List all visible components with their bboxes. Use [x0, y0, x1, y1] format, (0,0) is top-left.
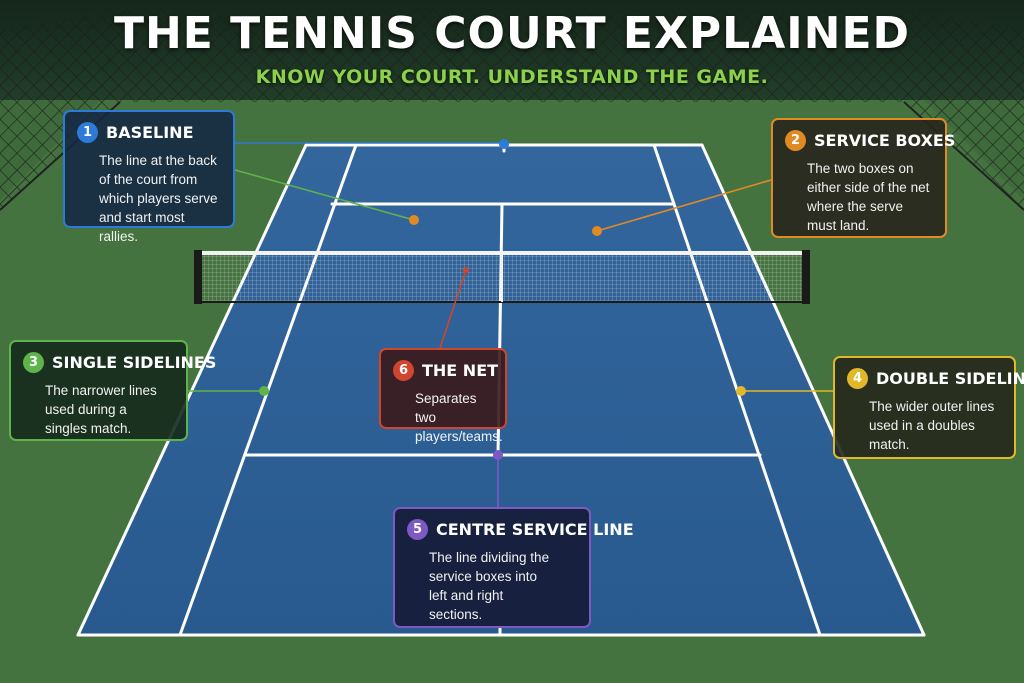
- baseline-dot: [499, 139, 509, 149]
- callout-title: BASELINE: [106, 123, 194, 142]
- centre-service-line-dot: [493, 450, 503, 460]
- left-fence: [0, 10, 120, 210]
- number-badge: 1: [77, 122, 98, 143]
- callout-single-sidelines: 3 SINGLE SIDELINES The narrower lines us…: [9, 340, 216, 441]
- back-fence: [120, 10, 904, 102]
- number-badge: 3: [23, 352, 44, 373]
- page-title: THE TENNIS COURT EXPLAINED: [113, 8, 911, 59]
- single-sideline-dot: [259, 386, 269, 396]
- right-fence: [904, 10, 1024, 210]
- callout-text: The narrower lines used during a singles…: [45, 383, 157, 436]
- callout-text: The line at the back of the court from w…: [99, 153, 218, 244]
- callout-text: The line dividing the service boxes into…: [429, 550, 550, 622]
- net: [194, 250, 810, 304]
- callout-centre-service-line: 5 CENTRE SERVICE LINE The line dividing …: [393, 507, 634, 628]
- callout-text: The two boxes on either side of the net …: [807, 161, 930, 233]
- callout-title: THE NET: [422, 361, 499, 380]
- net-leader: [439, 269, 467, 349]
- callout-title: SINGLE SIDELINES: [52, 353, 217, 372]
- number-badge: 6: [393, 360, 414, 381]
- callout-double-sidelines: 4 DOUBLE SIDELINES The wider outer lines…: [833, 356, 1024, 459]
- number-badge: 4: [847, 368, 868, 389]
- left-doubles-sideline: [76, 143, 308, 637]
- callout-text: The wider outer lines used in a doubles …: [869, 399, 995, 452]
- callout-title: SERVICE BOXES: [814, 131, 956, 150]
- number-badge: 5: [407, 519, 428, 540]
- callout-the-net: 6 THE NET Separates two players/teams.: [379, 348, 507, 444]
- double-sideline-dot: [736, 386, 746, 396]
- number-badge: 2: [785, 130, 806, 151]
- callout-title: CENTRE SERVICE LINE: [436, 520, 634, 539]
- net-dot: [463, 267, 469, 273]
- callout-baseline: 1 BASELINE The line at the back of the c…: [63, 110, 235, 244]
- service-box-dot-right: [592, 226, 602, 236]
- service-box-dot-left: [409, 215, 419, 225]
- page-subtitle: KNOW YOUR COURT. UNDERSTAND THE GAME.: [255, 66, 769, 88]
- callout-title: DOUBLE SIDELINES: [876, 369, 1024, 388]
- service-box-leader-left: [234, 169, 415, 221]
- service-boxes-leader: [596, 179, 772, 232]
- callout-service-boxes: 2 SERVICE BOXES The two boxes on either …: [771, 118, 955, 238]
- right-doubles-sideline: [700, 143, 926, 637]
- callout-text: Separates two players/teams.: [415, 391, 503, 444]
